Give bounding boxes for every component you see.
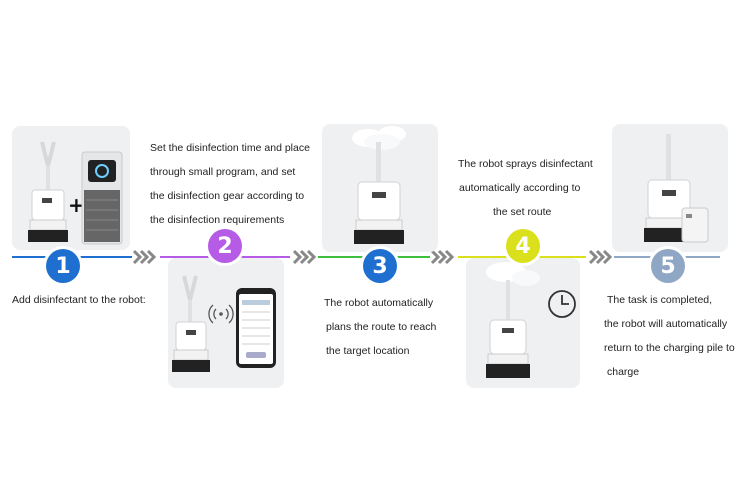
charging-pile-illustration xyxy=(81,151,123,245)
step-3-image xyxy=(322,124,438,252)
clock-icon xyxy=(548,290,576,318)
mist-cloud xyxy=(486,262,540,286)
charging-dock-illustration xyxy=(681,207,709,243)
robot-illustration xyxy=(172,275,210,372)
double-chevron-right-icon xyxy=(430,249,456,265)
plus-sign: + xyxy=(68,193,85,217)
step-2-image xyxy=(168,258,284,388)
step-1-description: Add disinfectant to the robot: xyxy=(12,294,146,306)
step-4-description: The robot sprays disinfectant automatica… xyxy=(458,158,593,218)
smartphone-illustration xyxy=(236,288,276,368)
step-5-description: The task is completed, the robot will au… xyxy=(604,294,735,378)
step-2-number: 2 xyxy=(208,229,242,263)
step-5-number: 5 xyxy=(651,249,685,283)
wifi-signal-icon xyxy=(208,304,234,324)
robot-illustration xyxy=(28,141,68,242)
step-4-number: 4 xyxy=(506,229,540,263)
robot-illustration xyxy=(354,142,404,244)
step-3-number: 3 xyxy=(363,249,397,283)
step-5-image xyxy=(612,124,728,252)
double-chevron-right-icon xyxy=(292,249,318,265)
step-2-description: Set the disinfection time and place thro… xyxy=(150,142,310,226)
double-chevron-right-icon xyxy=(588,249,614,265)
robot-illustration xyxy=(486,280,530,378)
step-3-description: The robot automatically plans the route … xyxy=(324,297,437,357)
double-chevron-right-icon xyxy=(132,249,158,265)
step-1-number: 1 xyxy=(46,249,80,283)
step-4-image xyxy=(466,258,580,388)
step-1-image: + xyxy=(12,126,130,250)
